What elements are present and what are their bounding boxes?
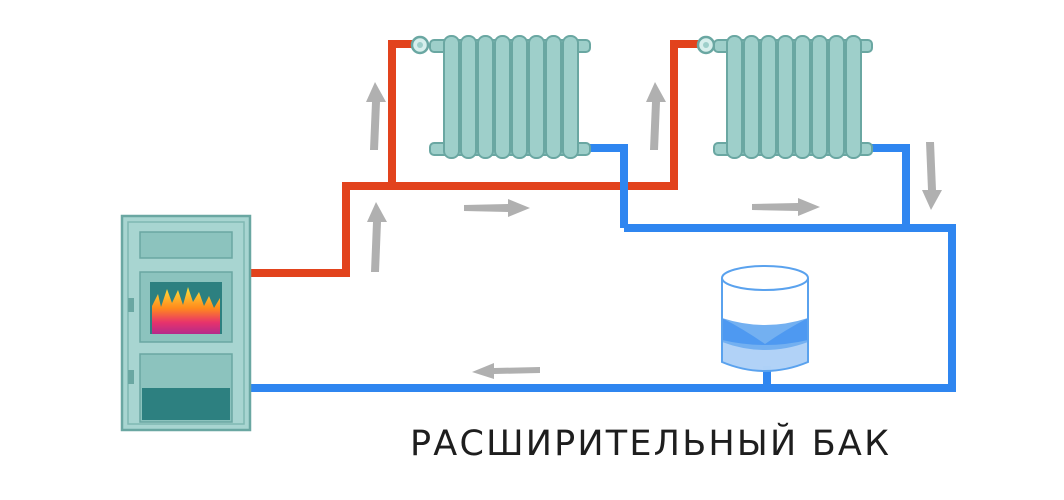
flow-arrow-right-icon [752,198,820,216]
supply-pipes [250,40,700,277]
supply-pipe-main [250,40,700,277]
return-pipe-radiator-2 [866,144,910,228]
expansion-tank-icon [721,265,809,372]
valve-icon [696,35,716,55]
return-pipe-radiator-1 [584,144,628,228]
flow-arrow-left-icon [472,363,540,379]
flow-arrow-up-icon [366,82,386,150]
fire-icon [152,287,220,334]
valve-icon [410,35,430,55]
flow-arrow-up-icon [367,202,387,272]
return-pipe-main [250,224,956,392]
flow-arrow-up-icon [646,82,666,150]
radiator-icon [429,35,591,159]
flow-arrows [366,82,942,379]
expansion-tank-label: РАСШИРИТЕЛЬНЫЙ БАК [410,424,892,464]
flow-arrow-down-icon [922,142,942,210]
radiator-icon [713,35,873,159]
flow-arrow-right-icon [464,199,530,217]
supply-pipe-riser-1 [388,40,420,186]
